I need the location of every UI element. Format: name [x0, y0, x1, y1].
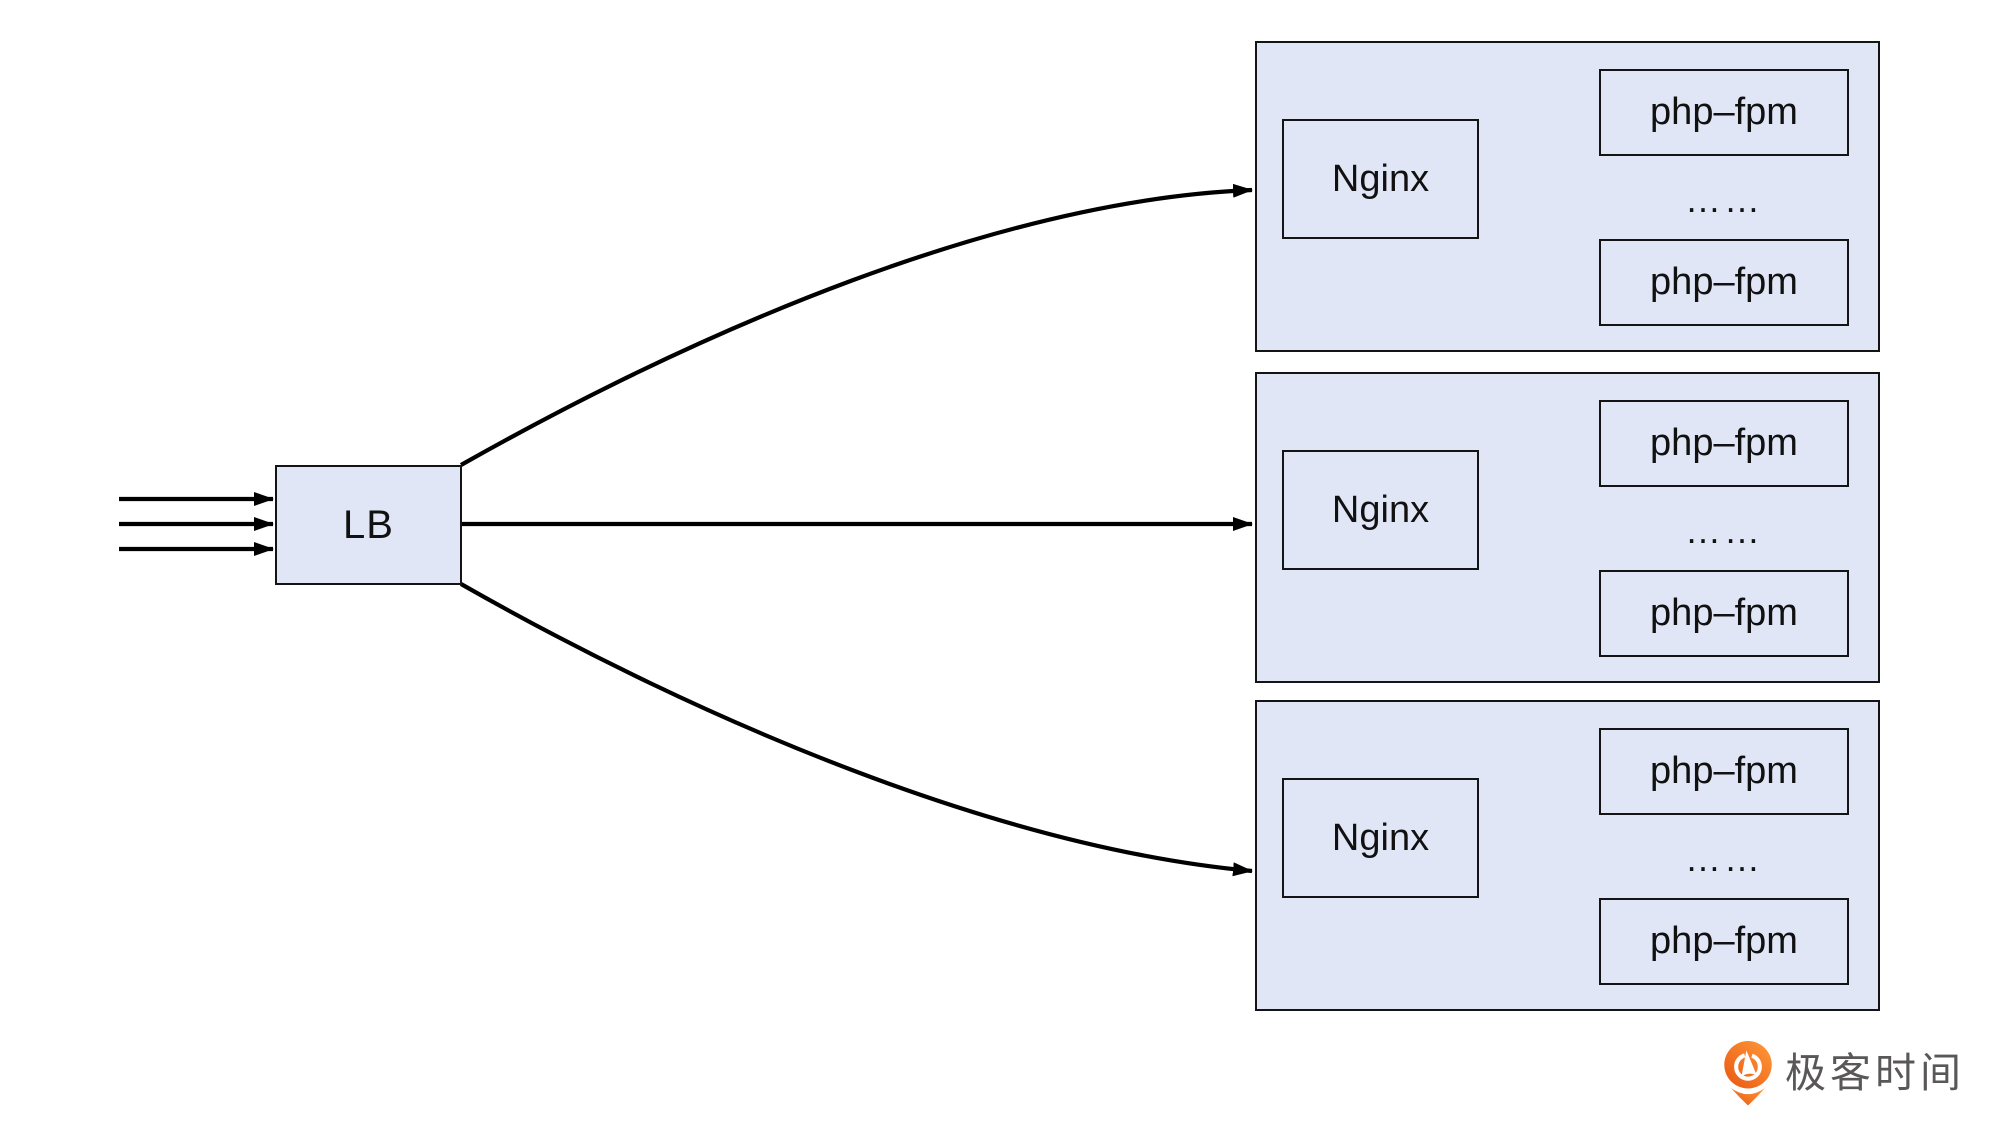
nginx-box: Nginx	[1282, 450, 1479, 570]
arrow-lb-to-server3	[459, 582, 1253, 877]
ellipsis: ……	[1685, 179, 1763, 220]
php-fpm-box-bottom: php–fpm	[1599, 570, 1849, 657]
php-fpm-box-top: php–fpm	[1599, 69, 1849, 156]
php-fpm-label: php–fpm	[1650, 750, 1798, 792]
geektime-logo: 极客时间	[1722, 1040, 1965, 1106]
nginx-label: Nginx	[1331, 488, 1430, 531]
php-fpm-box-top: php–fpm	[1599, 400, 1849, 487]
server-group-3: Nginx php–fpm …… php–fpm	[1255, 700, 1880, 1011]
geektime-logo-icon	[1724, 1041, 1772, 1106]
ellipsis: ……	[1685, 510, 1763, 551]
php-fpm-label: php–fpm	[1650, 261, 1798, 303]
php-fpm-label: php–fpm	[1650, 422, 1798, 464]
lb-label: LB	[343, 502, 394, 547]
nginx-label: Nginx	[1331, 157, 1430, 200]
arrow-lb-to-server1	[459, 183, 1253, 467]
ellipsis: ……	[1685, 838, 1763, 879]
php-fpm-label: php–fpm	[1650, 91, 1798, 133]
php-fpm-box-top: php–fpm	[1599, 728, 1849, 815]
nginx-label: Nginx	[1331, 816, 1430, 859]
server-group-2: Nginx php–fpm …… php–fpm	[1255, 372, 1880, 683]
php-fpm-label: php–fpm	[1650, 920, 1798, 962]
lb-box: LB	[275, 465, 462, 585]
php-fpm-box-bottom: php–fpm	[1599, 239, 1849, 326]
php-fpm-box-bottom: php–fpm	[1599, 898, 1849, 985]
geektime-logo-text: 极客时间	[1785, 1049, 1965, 1096]
php-fpm-label: php–fpm	[1650, 592, 1798, 634]
server-group-1: Nginx php–fpm …… php–fpm	[1255, 41, 1880, 352]
nginx-box: Nginx	[1282, 119, 1479, 239]
nginx-box: Nginx	[1282, 778, 1479, 898]
